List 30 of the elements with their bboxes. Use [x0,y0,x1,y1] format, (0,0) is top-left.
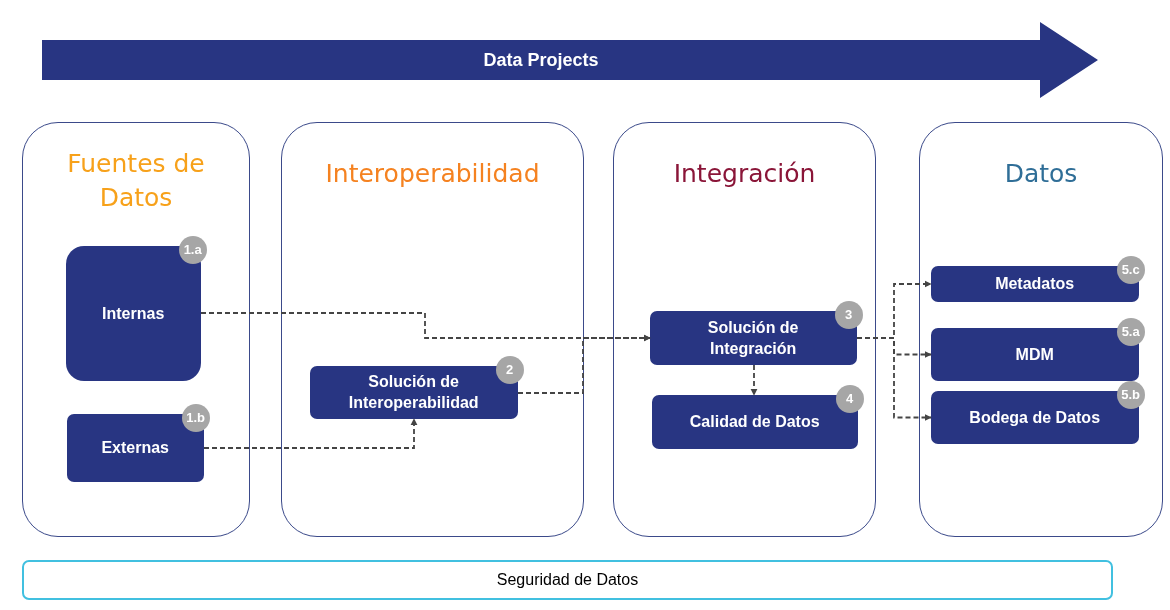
column-title: Fuentes de Datos [66,148,206,214]
box-label: Calidad de Datos [689,412,820,433]
box-label: Solución de Integración [706,317,800,359]
dashed-arrow [750,364,758,396]
banner-title: Data Projects [482,49,600,71]
box-label: Metadatos [995,274,1075,295]
column-title: Datos [1003,158,1079,190]
footer-bar [22,560,1113,600]
box-label: Bodega de Datos [969,407,1101,428]
column-title: Integración [672,158,817,190]
step-badge: 5.c [1116,255,1145,284]
dashed-arrow [517,334,651,394]
box-label: Externas [101,438,169,459]
column-panel [281,122,584,537]
column-title: Interoperabilidad [324,158,541,190]
column-panel [22,122,250,537]
step-badge: 2 [495,355,524,384]
box-label: Solución de Interoperabilidad [347,372,480,414]
column-panel [613,122,876,537]
step-badge: 1.a [178,235,207,264]
box-label: MDM [1015,344,1054,365]
column-panel [919,122,1163,537]
dashed-arrow [203,418,418,449]
step-badge: 4 [835,384,864,413]
footer-label: Seguridad de Datos [496,571,639,589]
step-badge: 5.a [1116,317,1145,346]
step-badge: 5.b [1116,380,1145,409]
step-badge: 1.b [181,403,210,432]
step-badge: 3 [834,300,863,329]
box-label: Internas [102,303,165,324]
